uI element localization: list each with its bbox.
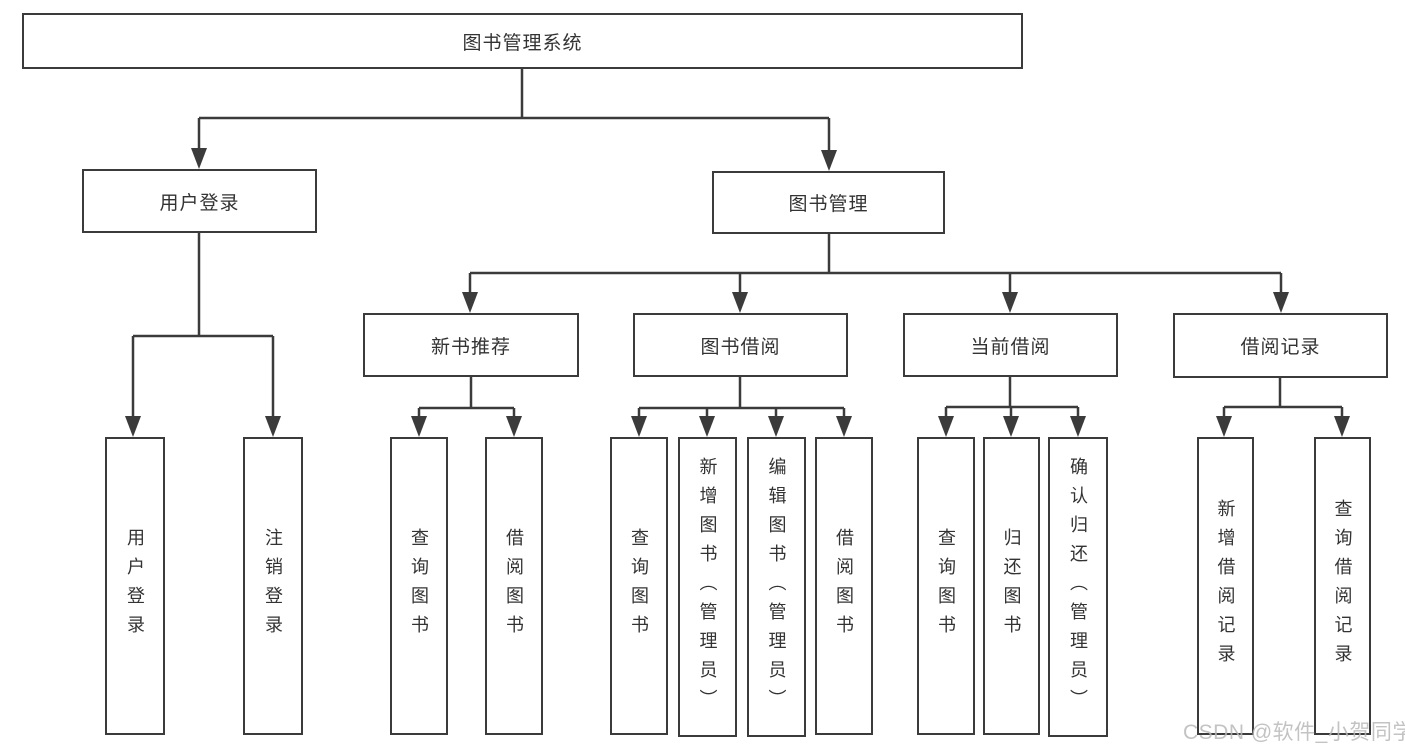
watermark: CSDN @软件_小贺同学 [1183, 721, 1405, 744]
node-leaf-edit-books-admin: 编辑图书（管理员） [747, 437, 806, 737]
node-book-management: 图书管理 [712, 171, 945, 234]
node-leaf-query-books-rec: 查询图书 [390, 437, 448, 735]
node-leaf-return-books: 归还图书 [983, 437, 1040, 735]
node-root: 图书管理系统 [22, 13, 1023, 69]
node-new-book-recommend: 新书推荐 [363, 313, 579, 377]
node-leaf-query-books-current: 查询图书 [917, 437, 975, 735]
node-leaf-logout: 注销登录 [243, 437, 303, 735]
node-user-login: 用户登录 [82, 169, 317, 233]
node-leaf-borrow-books-rec: 借阅图书 [485, 437, 543, 735]
node-leaf-add-borrow-record: 新增借阅记录 [1197, 437, 1254, 735]
node-borrowing-records: 借阅记录 [1173, 313, 1388, 378]
node-book-borrowing: 图书借阅 [633, 313, 848, 377]
connector-path [131, 69, 1344, 419]
node-leaf-confirm-return-admin: 确认归还（管理员） [1048, 437, 1108, 737]
node-leaf-user-login: 用户登录 [105, 437, 165, 735]
node-leaf-query-books-borrow: 查询图书 [610, 437, 668, 735]
node-leaf-add-books-admin: 新增图书（管理员） [678, 437, 737, 737]
node-current-borrowing: 当前借阅 [903, 313, 1118, 377]
node-leaf-borrow-books: 借阅图书 [815, 437, 873, 735]
node-leaf-query-borrow-record: 查询借阅记录 [1314, 437, 1371, 735]
